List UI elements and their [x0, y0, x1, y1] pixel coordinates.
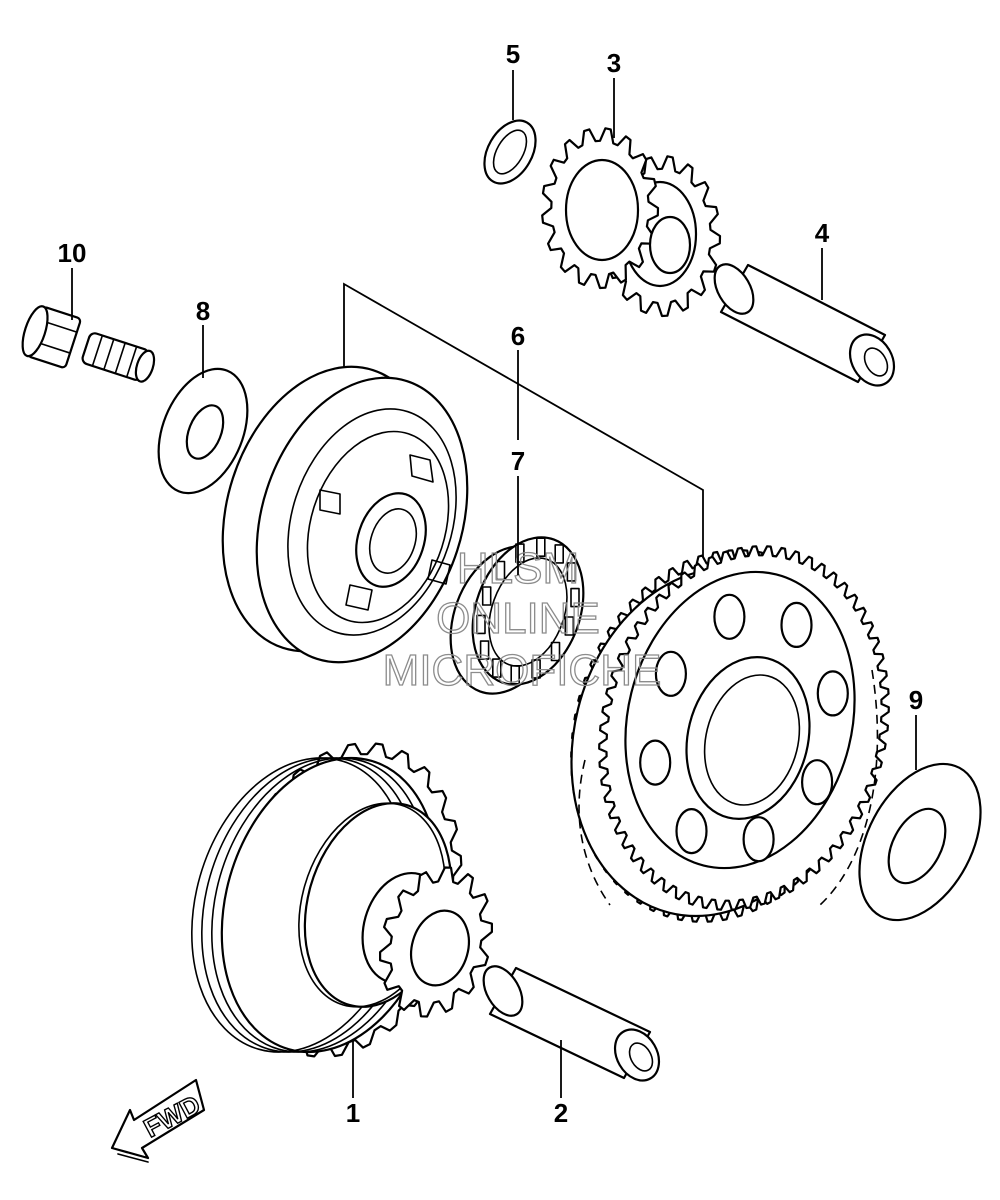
bearing-roller	[550, 641, 561, 662]
callout-4: 4	[815, 218, 830, 248]
bearing-roller	[479, 640, 490, 660]
part-9-washer[interactable]	[835, 743, 1000, 940]
part-8-washer[interactable]	[142, 356, 265, 507]
gear-hole	[639, 739, 672, 786]
callout-3: 3	[607, 48, 621, 78]
callout-1: 1	[346, 1098, 360, 1128]
starter-clutch-housing[interactable]	[188, 339, 502, 690]
gear-hole	[780, 601, 813, 649]
bearing-roller	[491, 658, 502, 678]
gear-hole	[742, 816, 775, 863]
bearing-roller	[554, 544, 565, 564]
bearing-roller	[535, 537, 546, 558]
leader-lines	[71, 70, 917, 1098]
bearing-roller	[570, 587, 580, 608]
callout-2: 2	[554, 1098, 568, 1128]
part-3-idle-gear[interactable]	[541, 127, 722, 318]
fwd-direction-arrow: FWD	[110, 1078, 206, 1163]
bearing-roller	[481, 586, 492, 606]
bearing-roller	[476, 614, 486, 635]
part-5-ring[interactable]	[474, 112, 546, 193]
bearing-roller	[566, 562, 577, 582]
part-6-7-bearing[interactable]	[431, 522, 603, 709]
assembly-bracket-line	[343, 282, 704, 565]
watermark-line-3: MICROFICHE	[383, 646, 662, 695]
part-4-shaft[interactable]	[707, 258, 903, 394]
callout-5: 5	[506, 39, 520, 69]
callout-10: 10	[58, 238, 87, 268]
gear-hole	[675, 807, 708, 855]
callout-6: 6	[511, 321, 525, 351]
bearing-roller	[515, 543, 525, 563]
bearing-roller	[531, 659, 541, 679]
bearing-roller	[495, 560, 506, 581]
part-2-shaft[interactable]	[476, 960, 668, 1089]
gear-hole	[800, 759, 834, 806]
gear-hole	[654, 650, 688, 697]
gear-hole	[713, 593, 746, 640]
watermark-line-2: ONLINE	[436, 594, 600, 643]
callout-8: 8	[196, 296, 210, 326]
gear-hole	[816, 670, 849, 717]
callout-9: 9	[909, 685, 923, 715]
starter-driven-gear[interactable]	[536, 538, 890, 946]
part-10-bolt[interactable]	[18, 303, 158, 383]
watermark: HLSM ONLINE MICROFICHE	[382, 543, 662, 695]
bearing-roller	[564, 616, 575, 636]
callout-7: 7	[511, 446, 525, 476]
bearing-roller	[510, 664, 521, 685]
part-1-clutch-gear[interactable]	[159, 732, 493, 1078]
